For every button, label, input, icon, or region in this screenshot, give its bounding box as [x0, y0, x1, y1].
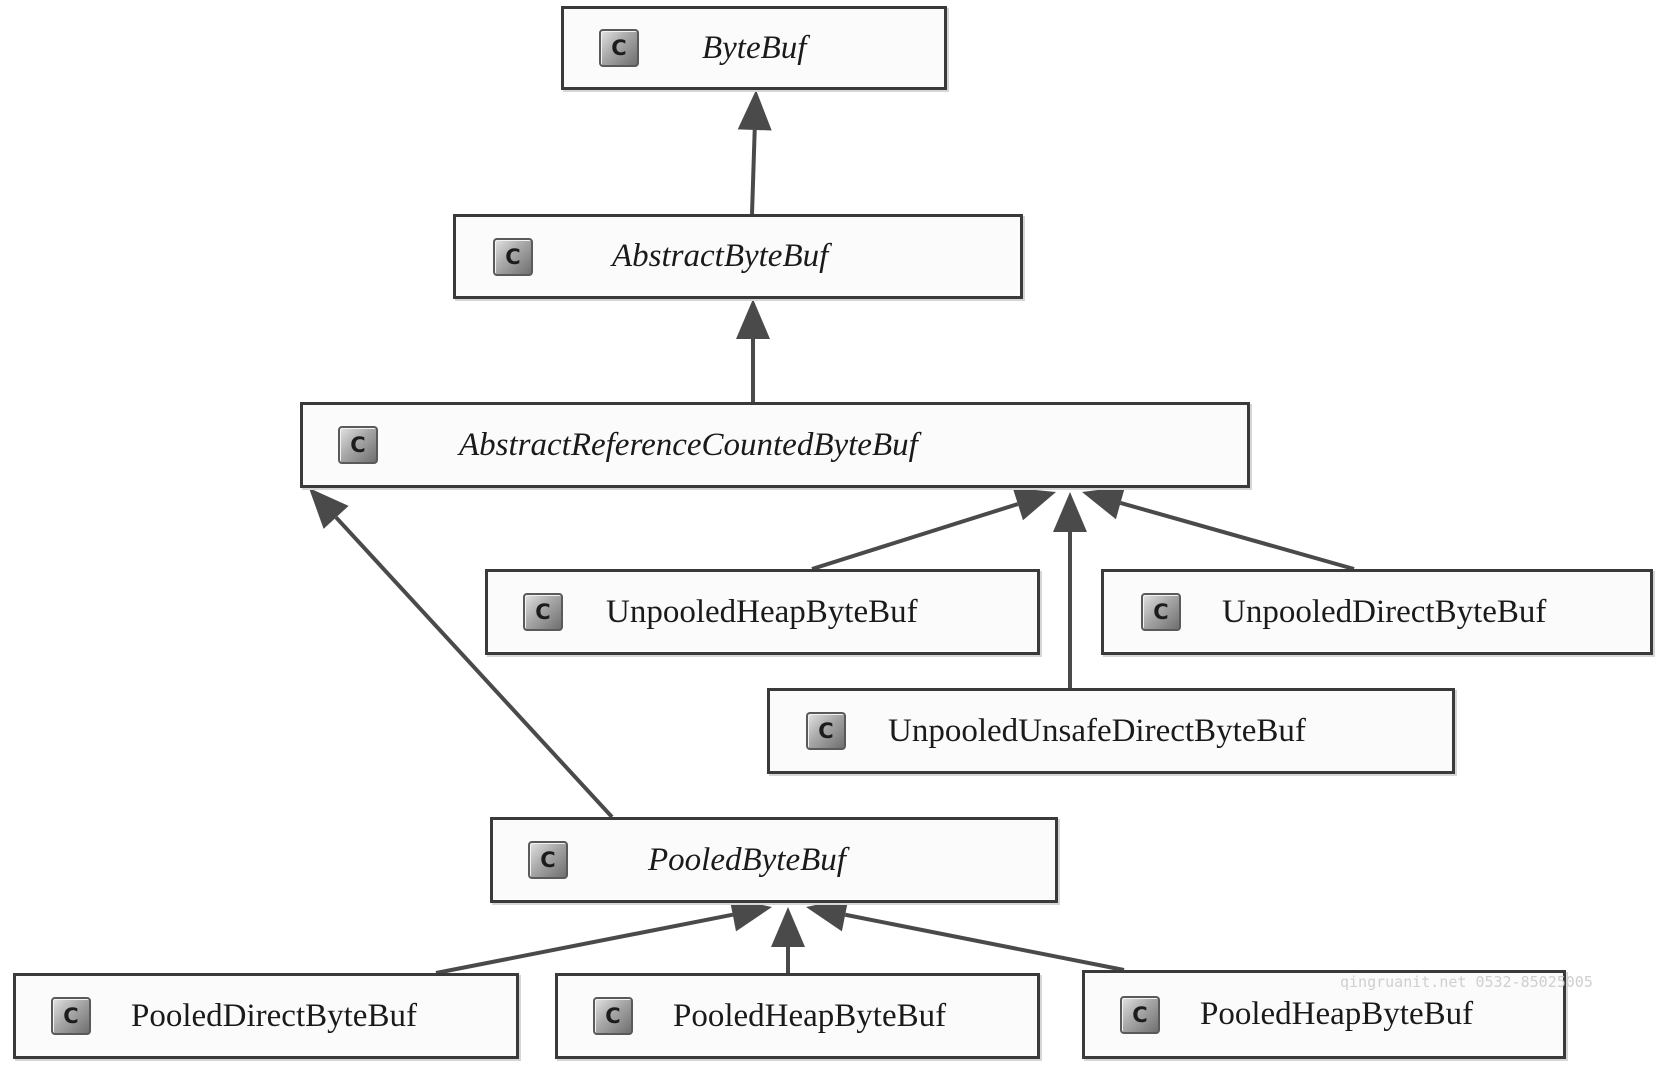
arrowhead [806, 898, 849, 932]
class-name: AbstractReferenceCountedByteBuf [459, 426, 918, 463]
class-box-pooled-heap-bytebuf: C PooledHeapByteBuf [1082, 970, 1566, 1059]
inheritance-edge [811, 502, 1019, 571]
inheritance-edge [750, 129, 757, 215]
class-icon: C [1141, 593, 1181, 631]
arrowhead [309, 488, 349, 529]
class-icon: C [593, 997, 633, 1035]
inheritance-edge [334, 516, 614, 819]
class-box-pooled-direct-bytebuf: C PooledDirectByteBuf [13, 973, 519, 1059]
class-box-bytebuf: C ByteBuf [561, 6, 947, 90]
class-box-abstract-reference-counted-bytebuf: C AbstractReferenceCountedByteBuf [300, 402, 1250, 488]
class-icon: C [338, 426, 378, 464]
class-box-unpooled-unsafe-direct-bytebuf: C UnpooledUnsafeDirectByteBuf [767, 688, 1455, 774]
class-name: AbstractByteBuf [612, 238, 829, 274]
arrowhead [1012, 487, 1056, 521]
arrowhead [1082, 486, 1126, 520]
class-name: UnpooledUnsafeDirectByteBuf [888, 712, 1306, 749]
class-icon: C [599, 29, 639, 67]
class-icon: C [528, 841, 568, 879]
class-icon: C [51, 997, 91, 1035]
class-box-unpooled-heap-bytebuf: C UnpooledHeapByteBuf [485, 569, 1040, 655]
class-icon: C [493, 237, 533, 276]
class-icon: C [1120, 995, 1160, 1034]
class-icon: C [806, 712, 846, 750]
class-icon: C [523, 593, 563, 631]
class-box-pooled-heap-bytebuf: C PooledHeapByteBuf [555, 973, 1040, 1059]
inheritance-edge [435, 912, 734, 975]
arrowhead [736, 299, 770, 339]
class-name: UnpooledDirectByteBuf [1222, 593, 1547, 630]
inheritance-edge [1119, 500, 1355, 571]
class-name: PooledHeapByteBuf [1200, 996, 1474, 1032]
class-name: UnpooledHeapByteBuf [606, 593, 918, 630]
arrowhead [729, 898, 772, 932]
arrowhead [771, 907, 805, 947]
class-name: PooledHeapByteBuf [673, 997, 947, 1034]
arrowhead [1053, 492, 1087, 532]
class-box-abstract-bytebuf: C AbstractByteBuf [453, 214, 1023, 299]
class-name: ByteBuf [702, 29, 807, 66]
class-box-unpooled-direct-bytebuf: C UnpooledDirectByteBuf [1101, 569, 1653, 655]
class-name: PooledByteBuf [648, 841, 846, 878]
class-name: PooledDirectByteBuf [131, 997, 417, 1034]
watermark: qingruanit.net 0532-85025005 [1340, 973, 1593, 991]
arrowhead [737, 90, 772, 131]
inheritance-edge [844, 912, 1125, 972]
class-box-pooled-bytebuf: C PooledByteBuf [490, 817, 1058, 903]
